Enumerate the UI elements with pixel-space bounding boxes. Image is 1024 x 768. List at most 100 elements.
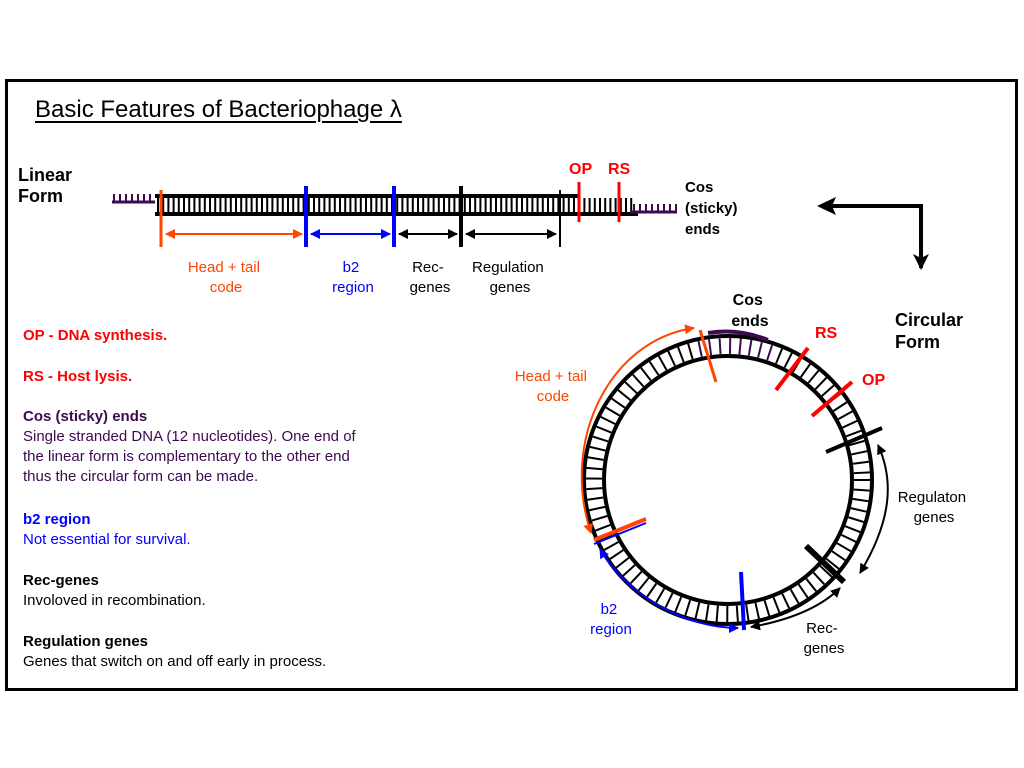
circular-cos-ends (707, 329, 769, 342)
circular-form-label: Circular Form (895, 310, 968, 352)
circular-regulation-genes-arrow (859, 444, 889, 574)
circular-dna-rung (587, 456, 604, 461)
circular-op-label: OP (862, 372, 885, 389)
circular-regulation-start-marker (825, 426, 883, 454)
circular-dna-rung (819, 565, 833, 578)
circular-b2-rec-marker (739, 571, 746, 631)
circular-dna-rung (611, 397, 626, 409)
circular-dna-rung (738, 338, 742, 355)
circular-dna-rung (667, 350, 676, 367)
legend-op: OP - DNA synthesis. (23, 326, 167, 346)
circular-dna-rung (853, 471, 870, 475)
circular-dna-rung (845, 429, 862, 438)
circular-dna-strand (582, 329, 874, 626)
circular-dna-rung (812, 571, 826, 586)
circular-dna-rung (718, 338, 722, 355)
circular-cos-ends-label: Cos ends (731, 292, 768, 330)
legend-regulation-heading: Regulation genes (23, 633, 149, 650)
circular-b2-region-arrow (599, 548, 739, 633)
circular-dna-rung (657, 355, 668, 371)
legend-rs: RS - Host lysis. (23, 367, 132, 387)
circular-rec-genes-label: Rec- genes (804, 620, 845, 657)
b2-label-linear: b2 region (332, 259, 374, 296)
circular-dna-rung (844, 525, 861, 533)
circular-dna-rung (754, 602, 760, 619)
circular-dna-rung (772, 597, 781, 613)
circular-dna-rung (591, 515, 608, 522)
legend-rs-text: RS - Host lysis. (23, 368, 133, 385)
circular-dna-rung (587, 496, 604, 501)
circular-dna-rung (781, 593, 791, 609)
circular-dna-rung (797, 583, 809, 599)
circular-dna-rungs (585, 338, 870, 623)
page-title: Basic Features of Bacteriophage λ (35, 96, 402, 123)
circular-dna-rung (640, 367, 652, 382)
cos-sticky-ends-label: Cos (sticky) ends (685, 179, 742, 238)
circular-dna-rung (592, 435, 609, 443)
transition-arrow-head-left (817, 197, 836, 215)
legend-rec-heading: Rec-genes (23, 572, 99, 589)
circular-dna-rung (586, 466, 603, 471)
circular-dna-rung (589, 445, 606, 452)
cos-sticky-end-right (630, 204, 677, 214)
circular-dna-rung (852, 460, 869, 465)
circular-dna-rung (745, 604, 750, 621)
circular-dna-rung (684, 599, 692, 616)
circular-rec-genes-arrow (750, 587, 841, 631)
legend-cos-line-2: the linear form is complementary to the … (23, 448, 350, 465)
circular-dna-rung (687, 343, 694, 360)
legend-regulation-body: Genes that switch on and off early in pr… (23, 653, 327, 670)
circular-dna-rung (850, 507, 867, 513)
circular-dna-rung (852, 497, 869, 503)
circular-dna-rung (851, 450, 868, 456)
legend-b2-heading: b2 region (23, 511, 91, 528)
circular-dna-rung (594, 524, 611, 532)
legend-b2: b2 region Not essential for survival. (23, 510, 191, 550)
linear-form-label: Linear Form (18, 165, 77, 206)
circular-dna-rung (766, 344, 774, 361)
op-label-linear: OP (569, 161, 592, 178)
legend-rec: Rec-genes Involoved in recombination. (23, 571, 206, 611)
circular-dna-rung (615, 556, 630, 569)
cos-sticky-end-left (112, 194, 155, 204)
circular-b2-region-label: b2 region (590, 601, 632, 638)
circular-dna-rung (814, 376, 828, 390)
circular-dna-rung (799, 363, 811, 378)
legend-cos-line-1: Single stranded DNA (12 nucleotides). On… (23, 428, 356, 445)
legend-op-text: OP - DNA synthesis. (23, 327, 168, 344)
legend-cos-line-3: thus the circular form can be made. (23, 468, 259, 485)
circular-dna-rung (655, 588, 666, 603)
legend-regulation: Regulation genes Genes that switch on an… (23, 632, 326, 672)
rs-label-linear: RS (608, 161, 631, 178)
circular-dna-rung (677, 346, 685, 363)
circular-rs-label: RS (815, 325, 838, 342)
circular-dna-rung (586, 487, 603, 491)
legend-rec-body: Involoved in recombination. (23, 592, 206, 609)
circular-dna-rung (600, 415, 616, 425)
head-tail-label-linear: Head + tail code (188, 259, 264, 296)
circular-dna-rung (596, 425, 612, 434)
circular-dna-rung (747, 339, 753, 356)
circular-dna-rung (825, 558, 840, 570)
circular-dna-rung (605, 406, 621, 417)
circular-dna-rung (763, 600, 771, 617)
circular-regulation-genes-label: Regulaton genes (898, 489, 971, 526)
circular-dna-rung (832, 401, 848, 412)
circular-dna-rung (757, 341, 763, 358)
circular-head-tail-arrow (580, 324, 695, 534)
circular-dna-rung (735, 605, 739, 622)
legend-cos-heading: Cos (sticky) ends (23, 408, 148, 425)
circular-dna-rung (789, 588, 800, 604)
legend-b2-body: Not essential for survival. (23, 531, 191, 548)
circular-dna-rung (841, 533, 857, 543)
circular-dna-rung (609, 549, 624, 560)
circular-dna-rung (783, 352, 793, 368)
circular-dna-rung (837, 410, 853, 420)
circular-rec-regulation-marker (803, 543, 847, 585)
circular-dna-rung (853, 488, 870, 492)
legend-cos: Cos (sticky) ends Single stranded DNA (1… (23, 407, 356, 487)
circular-dna-rung (622, 564, 636, 577)
circular-dna-rung (632, 373, 645, 388)
circular-dna-rung (589, 505, 606, 512)
